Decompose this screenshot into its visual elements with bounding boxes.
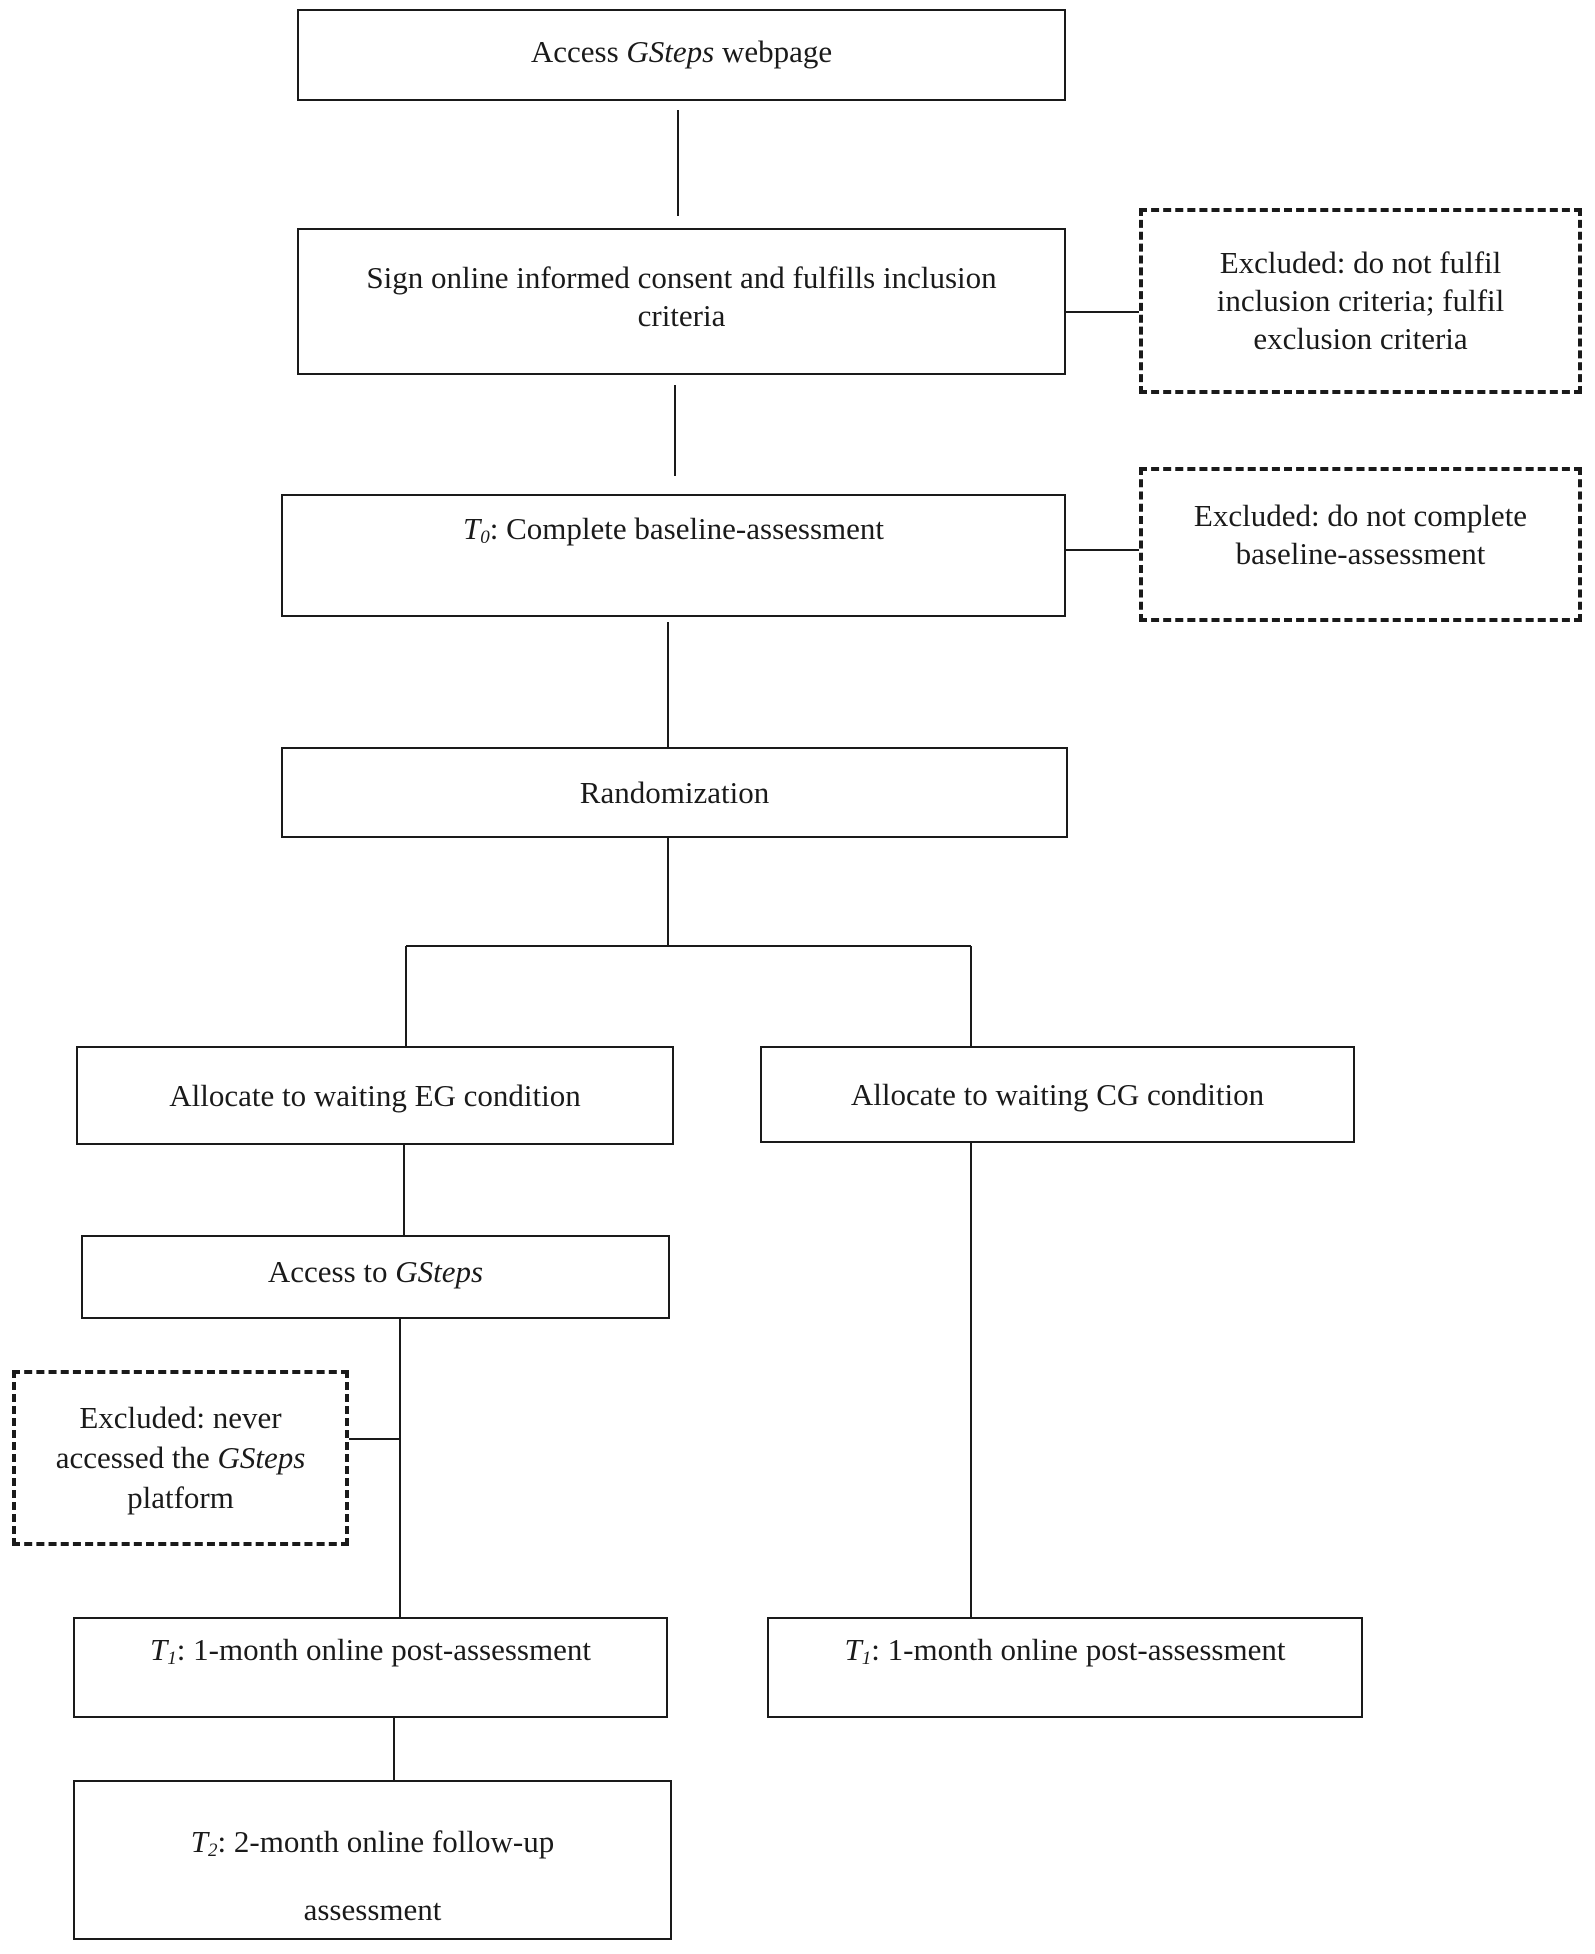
- excluded-inclusion-line-3: exclusion criteria: [1253, 321, 1468, 356]
- access-gsteps-text: Access to: [267, 1254, 396, 1289]
- baseline-text: : Complete baseline-assessment: [489, 511, 885, 546]
- excluded-baseline-line-2: baseline-assessment: [1235, 535, 1486, 571]
- post-eg-time-index: 1: [167, 1648, 177, 1669]
- excluded-inclusion-line-2: inclusion criteria; fulfil: [1216, 283, 1505, 318]
- post-assessment-cg-box: T1: 1-month online post-assessment: [767, 1617, 1363, 1718]
- followup-time-label: T: [190, 1824, 209, 1859]
- followup-line-1: : 2-month online follow-up: [217, 1824, 555, 1859]
- post-cg-time-label: T: [844, 1632, 862, 1667]
- access-gsteps-box: Access to GSteps: [81, 1235, 670, 1319]
- followup-line-2: assessment: [303, 1892, 442, 1927]
- baseline-box: T0: Complete baseline-assessment: [281, 494, 1066, 617]
- allocate-cg-label: Allocate to waiting CG condition: [850, 1076, 1265, 1112]
- gsteps-name: GSteps: [395, 1254, 484, 1289]
- allocate-cg-box: Allocate to waiting CG condition: [760, 1046, 1355, 1143]
- excluded-inclusion-box: Excluded: do not fulfil inclusion criter…: [1139, 208, 1582, 394]
- randomization-box: Randomization: [281, 747, 1068, 838]
- consent-line-2: criteria: [637, 297, 726, 333]
- excluded-inclusion-line-1: Excluded: do not fulfil: [1219, 245, 1502, 280]
- post-cg-text: : 1-month online post-assessment: [871, 1632, 1286, 1667]
- baseline-time-index: 0: [480, 527, 490, 548]
- excluded-never-line-3: platform: [127, 1480, 234, 1515]
- excluded-never-line-1: Excluded: never: [79, 1400, 282, 1435]
- excluded-never-accessed-box: Excluded: never accessed the GSteps plat…: [12, 1370, 349, 1546]
- gsteps-name: GSteps: [626, 34, 715, 69]
- followup-box: T2: 2-month online follow-up assessment: [73, 1780, 672, 1940]
- excluded-baseline-line-1: Excluded: do not complete: [1193, 497, 1528, 533]
- gsteps-name: GSteps: [217, 1440, 306, 1475]
- access-webpage-box: Access GSteps webpage: [297, 9, 1066, 101]
- access-webpage-text: Access: [530, 34, 627, 69]
- excluded-never-line-2: accessed the: [55, 1440, 218, 1475]
- allocate-eg-label: Allocate to waiting EG condition: [169, 1077, 581, 1113]
- baseline-time-label: T: [462, 511, 481, 546]
- randomization-label: Randomization: [579, 774, 770, 810]
- post-cg-time-index: 1: [861, 1648, 872, 1669]
- post-eg-text: : 1-month online post-assessment: [176, 1632, 591, 1667]
- post-eg-time-label: T: [150, 1632, 168, 1667]
- followup-time-index: 2: [208, 1840, 218, 1861]
- access-webpage-suffix: webpage: [714, 34, 833, 69]
- post-assessment-eg-box: T1: 1-month online post-assessment: [73, 1617, 668, 1718]
- consent-box: Sign online informed consent and fulfill…: [297, 228, 1066, 375]
- excluded-baseline-box: Excluded: do not complete baseline-asses…: [1139, 467, 1582, 622]
- allocate-eg-box: Allocate to waiting EG condition: [76, 1046, 674, 1145]
- consent-line-1: Sign online informed consent and fulfill…: [366, 259, 997, 295]
